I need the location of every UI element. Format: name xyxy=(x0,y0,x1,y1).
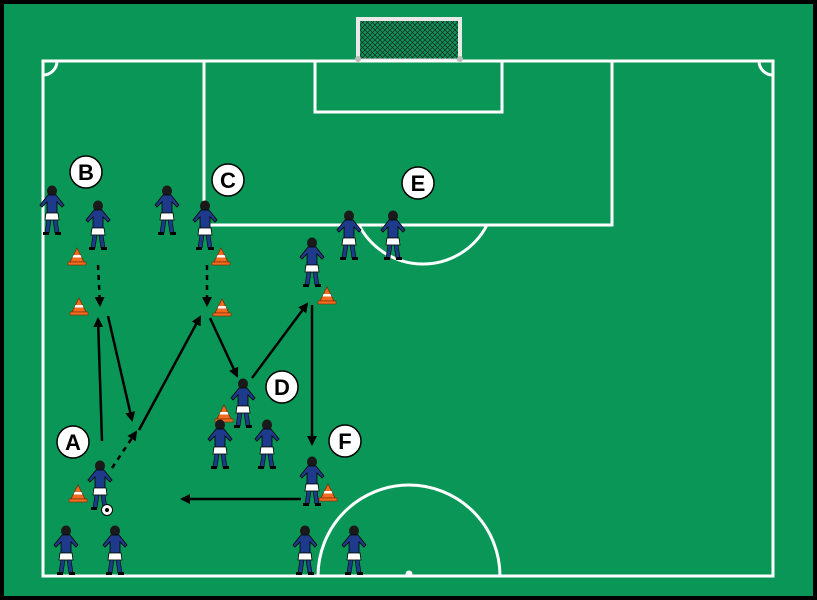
dashed-arrow-a xyxy=(110,430,138,469)
group-labels: B C E D A F xyxy=(56,155,435,459)
ball-icon xyxy=(101,504,113,516)
svg-text:E: E xyxy=(411,171,426,196)
label-d: D xyxy=(265,370,299,404)
svg-text:A: A xyxy=(65,430,81,455)
arrow-b-down xyxy=(106,315,136,422)
corner-arc-left xyxy=(42,60,59,77)
label-b: B xyxy=(69,155,103,189)
goal-icon xyxy=(355,17,463,62)
svg-text:B: B xyxy=(78,160,94,185)
dashed-arrow-b xyxy=(94,264,105,307)
corner-arc-right xyxy=(757,60,774,77)
label-c: C xyxy=(211,163,245,197)
goal-area xyxy=(313,59,504,114)
arrow-to-c xyxy=(137,315,202,431)
svg-text:D: D xyxy=(274,375,290,400)
svg-text:C: C xyxy=(220,168,236,193)
label-f: F xyxy=(328,424,362,458)
arrow-d-to-e xyxy=(250,302,309,379)
arrow-a-up xyxy=(93,317,104,442)
label-a: A xyxy=(56,425,90,459)
penalty-arc xyxy=(357,224,489,266)
center-spot xyxy=(405,570,413,578)
center-circle xyxy=(316,483,502,577)
arrow-c-to-d xyxy=(208,317,239,378)
label-e: E xyxy=(401,166,435,200)
svg-text:F: F xyxy=(338,429,351,454)
movement-arrows xyxy=(93,264,317,504)
